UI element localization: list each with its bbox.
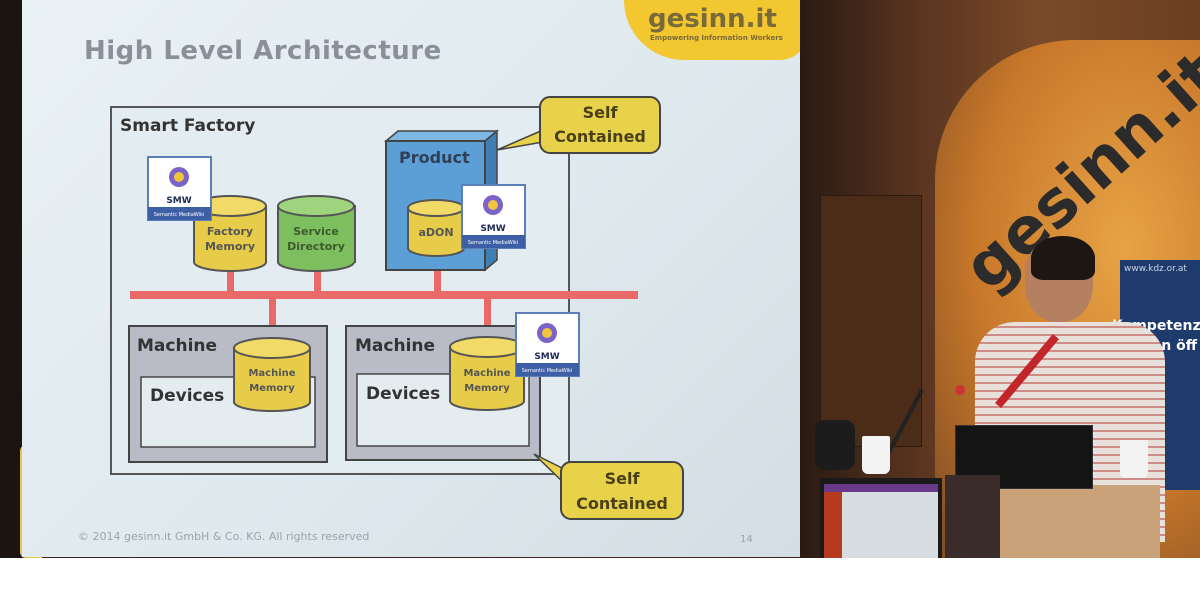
callout-bottom-line1: Self	[605, 469, 641, 488]
smw-label: SMW	[534, 352, 559, 362]
wall-panel	[820, 195, 922, 447]
brand-name: gesinn.it	[648, 4, 777, 34]
factory-memory-line1: Factory	[207, 225, 253, 238]
callout-self-contained-bottom: Self Contained	[533, 453, 684, 520]
smw-caption: Semantic MediaWiki	[154, 212, 205, 218]
panel-url: www.kdz.or.at	[1124, 264, 1187, 274]
devices-label-2: Devices	[366, 384, 440, 404]
machine-label-2: Machine	[355, 336, 435, 356]
factory-memory-line2: Memory	[205, 240, 255, 253]
service-directory-line2: Directory	[287, 240, 345, 253]
callout-top-line1: Self	[583, 103, 619, 122]
brand-tagline: Empowering Information Workers	[650, 34, 783, 42]
service-directory-cylinder: Service Directory	[277, 195, 356, 272]
podium	[1000, 485, 1160, 558]
smw-caption: Semantic MediaWiki	[468, 240, 519, 246]
architecture-diagram: Smart Factory Factory Memory Service Dir…	[110, 96, 684, 520]
microphone-icon	[815, 420, 855, 470]
devices-label-1: Devices	[150, 386, 224, 406]
machine-box-2: Machine Devices Machine Memory	[345, 325, 541, 461]
machine-memory2-line1: Machine	[463, 368, 510, 379]
smw-caption: Semantic MediaWiki	[522, 368, 573, 374]
machine-memory1-line2: Memory	[249, 383, 295, 394]
adon-label: aDON	[418, 226, 453, 239]
cup	[1120, 440, 1148, 478]
machine-memory2-line2: Memory	[464, 383, 510, 394]
smart-factory-label: Smart Factory	[120, 116, 255, 136]
smw-label: SMW	[166, 196, 191, 206]
network-bus	[130, 291, 638, 299]
bus-connector	[269, 297, 276, 339]
bus-connector	[484, 297, 491, 339]
video-frame: High Level Architecture gesinn.it Empowe…	[0, 0, 1200, 558]
smw-logo-icon: SMW Semantic MediaWiki	[515, 312, 580, 377]
preview-monitor	[820, 478, 942, 558]
cup	[862, 436, 890, 474]
callout-bottom-line2: Contained	[576, 494, 668, 513]
product-label: Product	[399, 148, 470, 167]
slide-footer: © 2014 gesinn.it GmbH & Co. KG. All righ…	[78, 530, 370, 543]
bus-connector	[434, 254, 441, 294]
machine-box-1: Machine Devices Machine Memory	[128, 325, 328, 463]
callout-self-contained-top: Self Contained	[496, 96, 661, 154]
bus-connector	[314, 266, 321, 294]
slide-page-number: 14	[740, 534, 753, 545]
slide-title: High Level Architecture	[84, 36, 442, 66]
bus-connector	[227, 266, 234, 294]
service-directory-line1: Service	[293, 225, 339, 238]
microphone-icon	[955, 385, 965, 395]
machine-memory1-line1: Machine	[248, 368, 295, 379]
secondary-monitor	[945, 475, 1000, 558]
callout-top-line2: Contained	[554, 127, 646, 146]
factory-memory-cylinder: Factory Memory	[193, 195, 267, 272]
machine-label-1: Machine	[137, 336, 217, 356]
brand-logo: gesinn.it Empowering Information Workers	[624, 0, 809, 60]
smw-label: SMW	[480, 224, 505, 234]
smw-logo-icon: SMW Semantic MediaWiki	[147, 156, 212, 221]
smw-logo-icon: SMW Semantic MediaWiki	[461, 184, 526, 249]
